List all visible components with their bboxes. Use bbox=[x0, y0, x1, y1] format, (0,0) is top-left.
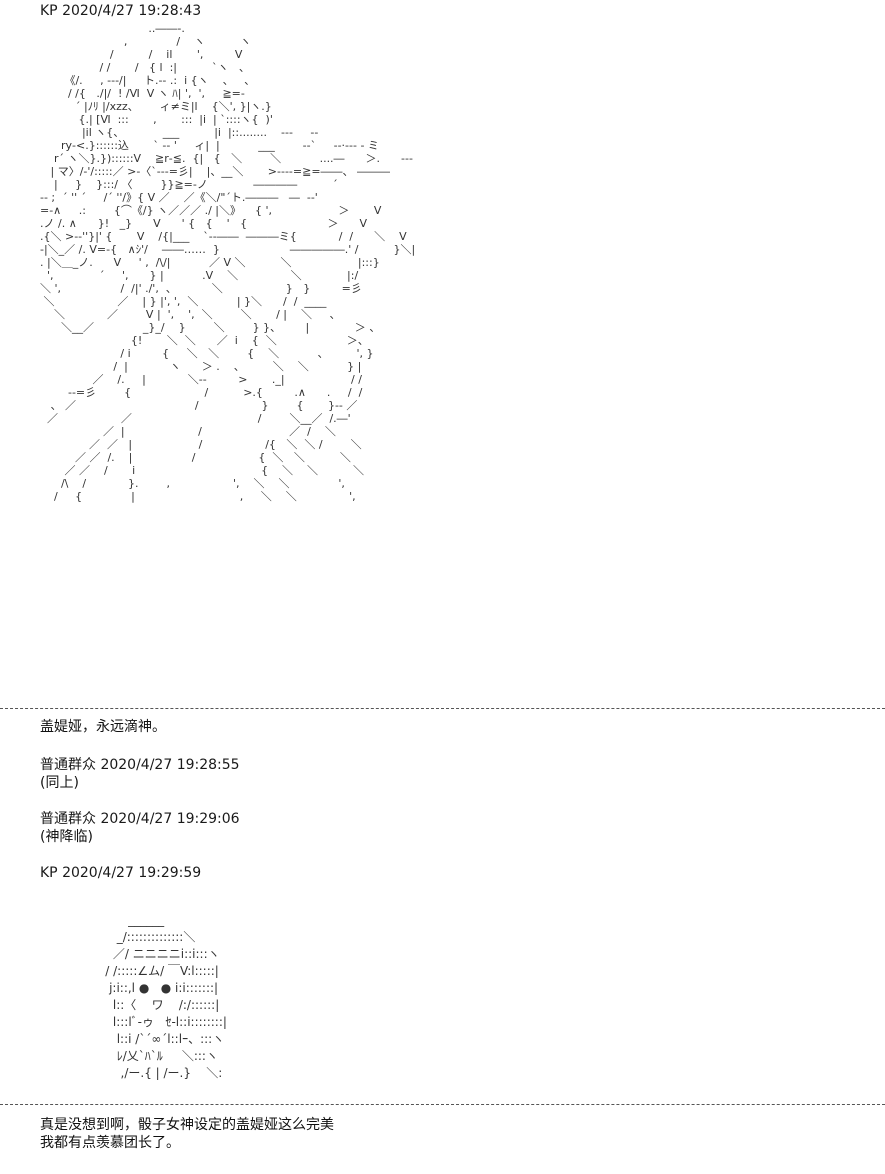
caption-2-line-1: 真是没想到啊，骰子女神设定的盖媞娅这么完美 bbox=[40, 1117, 334, 1133]
post-time: 2020/4/27 19:29:06 bbox=[100, 811, 240, 827]
caption-1: 盖媞娅，永远滴神。 bbox=[40, 719, 166, 735]
separator bbox=[0, 1104, 885, 1105]
post-time: 2020/4/27 19:28:55 bbox=[100, 757, 240, 773]
post-header-1: KP 2020/4/27 19:28:43 bbox=[40, 2, 201, 20]
caption-2-line-2: 我都有点羡慕团长了。 bbox=[40, 1135, 180, 1151]
post-user: 普通群众 bbox=[40, 811, 96, 827]
post-header-2: 普通群众 2020/4/27 19:28:55 bbox=[40, 756, 240, 774]
post-text-2: (同上) bbox=[40, 775, 79, 791]
post-user: 普通群众 bbox=[40, 757, 96, 773]
post-header-3: 普通群众 2020/4/27 19:29:06 bbox=[40, 810, 240, 828]
ascii-art-large: ..――‐. , / ヽ ヽ / / il ', V / / / { l :| … bbox=[40, 22, 416, 503]
post-user: KP bbox=[40, 3, 58, 19]
post-text-3: (神降临) bbox=[40, 829, 93, 845]
post-header-4: KP 2020/4/27 19:29:59 bbox=[40, 864, 201, 882]
separator bbox=[0, 708, 885, 709]
ascii-art-face: ______ _/::::::::::::::＼ ／/ ニニニニi::i:::ヽ… bbox=[105, 913, 227, 1080]
post-user: KP bbox=[40, 865, 58, 881]
post-time: 2020/4/27 19:29:59 bbox=[62, 865, 202, 881]
post-time: 2020/4/27 19:28:43 bbox=[62, 3, 202, 19]
